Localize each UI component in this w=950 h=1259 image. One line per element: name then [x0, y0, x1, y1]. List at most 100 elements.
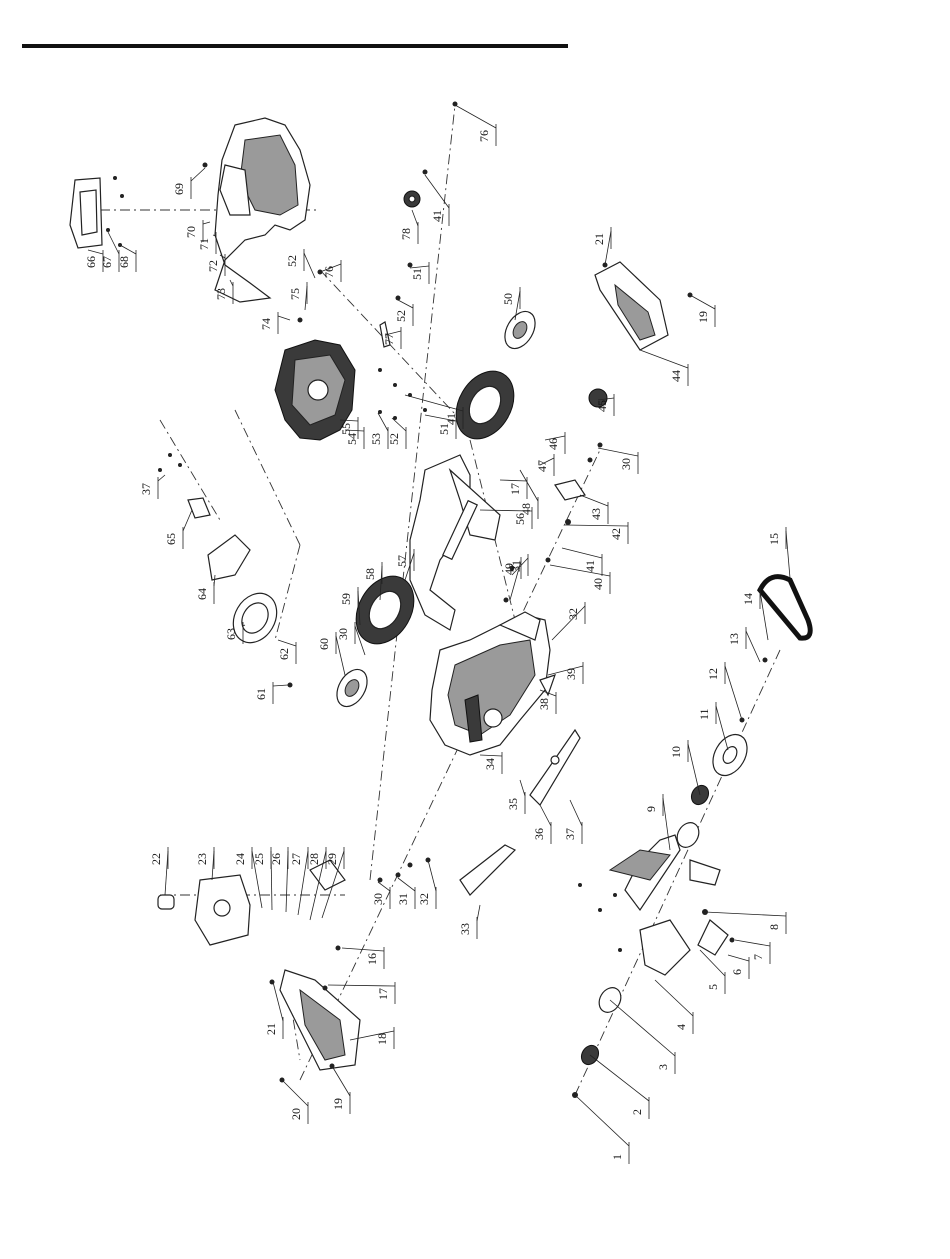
leader-line [425, 175, 449, 208]
part-number-label: 77 [382, 333, 396, 345]
leader-line [640, 350, 688, 368]
part-number-label: 37 [563, 828, 577, 840]
leader-line [500, 480, 527, 481]
leader-line [688, 744, 700, 795]
part-number-label: 56 [513, 513, 527, 525]
fuel-tank [158, 875, 250, 945]
pulley-assembly [578, 728, 754, 1067]
part-number-label: 19 [696, 311, 710, 323]
leader-line [332, 1066, 350, 1096]
side-cover-right [595, 262, 668, 350]
leader-line [278, 316, 290, 320]
part-number-label: 30 [371, 893, 385, 905]
part-number-label: 32 [417, 893, 431, 905]
part-number-label: 27 [289, 853, 303, 865]
part-number-label: 30 [619, 458, 633, 470]
part-number-label: 58 [363, 568, 377, 580]
leader-line [398, 300, 413, 308]
drive-belt [760, 577, 810, 639]
blades [460, 730, 580, 895]
leader-line [428, 860, 436, 891]
part-number-label: 55 [339, 423, 353, 435]
leader-line [690, 295, 715, 309]
part-number-label: 57 [395, 555, 409, 567]
part-number-label: 73 [214, 288, 228, 300]
leader-line [728, 955, 749, 961]
handle-frame [410, 455, 500, 630]
leader-line [328, 985, 395, 986]
leader-line [203, 222, 210, 224]
handle-knob-part [70, 178, 102, 248]
part-number-label: 70 [184, 226, 198, 238]
part-number-label: 30 [336, 628, 350, 640]
part-number-label: 71 [197, 238, 211, 250]
part-number-label: 49 [502, 563, 516, 575]
part-number-label: 3 [656, 1064, 670, 1070]
part-number-label: 39 [564, 668, 578, 680]
part-number-label: 6 [730, 969, 744, 975]
part-number-label: 42 [609, 528, 623, 540]
leader-line [786, 531, 790, 578]
leader-line [412, 210, 418, 226]
leader-line [455, 105, 496, 128]
part-number-label: 18 [375, 1033, 389, 1045]
leader-line [520, 780, 525, 796]
part-number-label: 2 [630, 1109, 644, 1115]
leader-line [336, 636, 345, 675]
part-number-label: 25 [252, 853, 266, 865]
part-number-label: 40 [591, 578, 605, 590]
part-number-label: 22 [149, 853, 163, 865]
leader-line [183, 510, 192, 531]
part-number-label: 31 [396, 893, 410, 905]
leader-line [540, 805, 551, 826]
part-number-label: 59 [339, 593, 353, 605]
leader-line [598, 448, 638, 456]
part-number-label: 52 [394, 310, 408, 322]
part-number-label: 61 [254, 688, 268, 700]
leader-line [108, 232, 119, 254]
part-number-label: 11 [697, 708, 711, 720]
part-number-label: 9 [644, 806, 658, 812]
leader-line [273, 685, 288, 686]
part-number-label: 4 [674, 1024, 688, 1030]
part-number-label: 41 [430, 210, 444, 222]
leader-line [590, 1055, 649, 1101]
mower-deck [430, 612, 550, 755]
leader-line [392, 418, 406, 431]
part-number-label: 45 [595, 400, 609, 412]
leader-line [562, 548, 602, 558]
leader-line [410, 266, 429, 268]
leader-line [610, 1000, 675, 1056]
part-number-label: 19 [331, 1098, 345, 1110]
part-number-label: 29 [325, 853, 339, 865]
part-number-label: 52 [387, 433, 401, 445]
part-number-label: 12 [706, 668, 720, 680]
leader-line [570, 800, 582, 826]
leader-line [705, 912, 786, 916]
leader-line [405, 395, 463, 411]
part-number-label: 23 [195, 853, 209, 865]
part-number-label: 46 [546, 438, 560, 450]
part-number-label: 24 [233, 853, 247, 865]
leader-line [575, 1095, 629, 1146]
part-number-label: 28 [307, 853, 321, 865]
leader-line [477, 905, 480, 921]
leader-line [378, 413, 388, 431]
part-number-label: 43 [589, 508, 603, 520]
part-number-label: 5 [706, 984, 720, 990]
part-number-label: 63 [224, 628, 238, 640]
part-number-label: 38 [537, 698, 551, 710]
leader-line [725, 666, 742, 720]
part-number-label: 72 [206, 260, 220, 272]
leader-line [550, 565, 610, 576]
part-number-label: 53 [369, 433, 383, 445]
part-number-label: 21 [264, 1023, 278, 1035]
leader-line [378, 882, 390, 891]
leader-line [565, 525, 628, 526]
leader-line [278, 640, 296, 646]
part-number-label: 60 [317, 638, 331, 650]
part-number-label: 64 [195, 588, 209, 600]
part-number-label: 26 [269, 853, 283, 865]
part-number-label: 1 [610, 1154, 624, 1160]
